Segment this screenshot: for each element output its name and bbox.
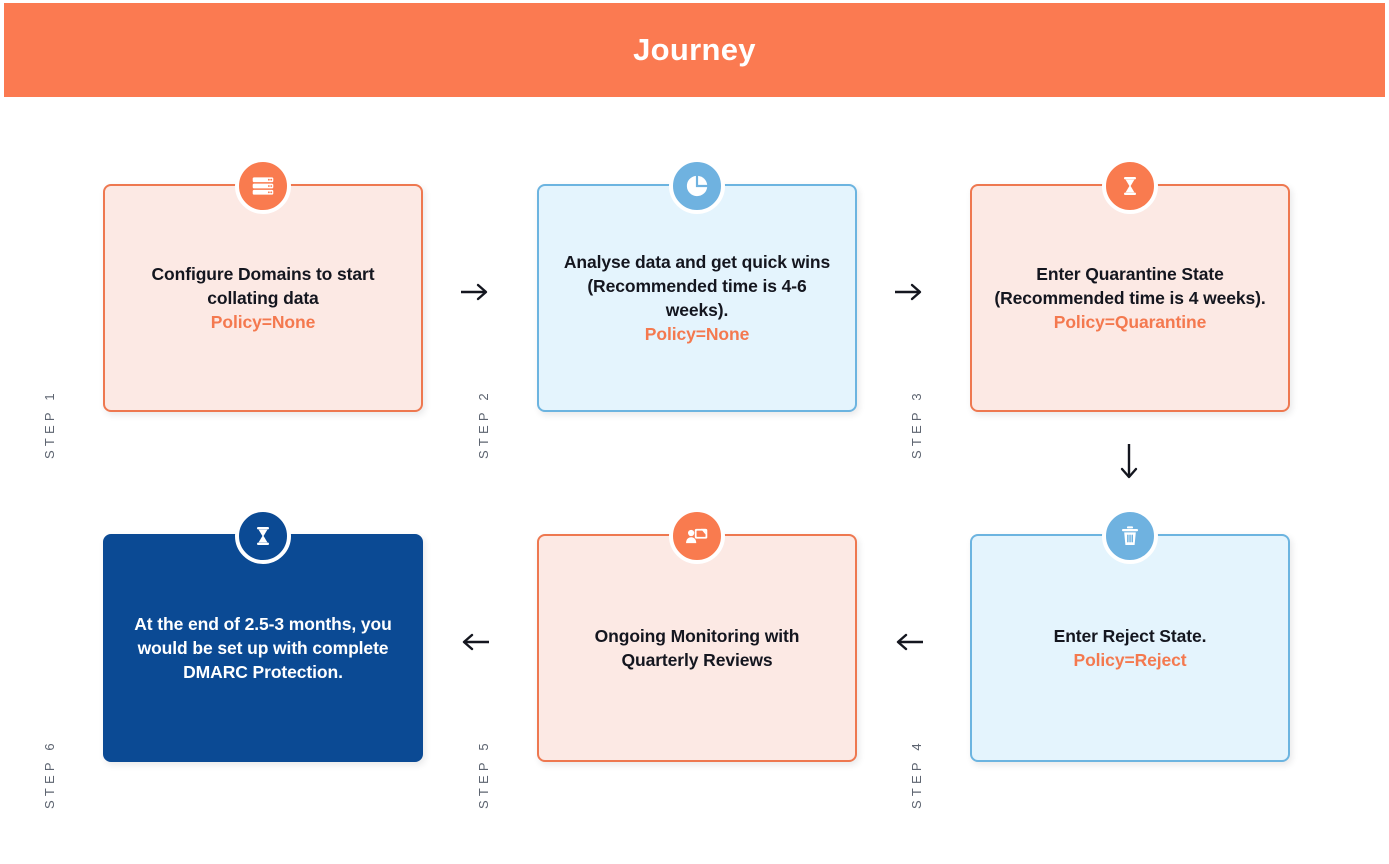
step-card-5-text: Ongoing Monitoring with Quarterly Review… <box>558 624 836 672</box>
step-card-4-body[interactable]: Enter Reject State. Policy=Reject <box>970 508 1290 762</box>
pie-chart-icon <box>669 158 725 214</box>
trash-icon <box>1102 508 1158 564</box>
step-card-3-text: Enter Quarantine State (Recommended time… <box>991 262 1269 334</box>
step-card-2-title: Analyse data and get quick wins (Recomme… <box>563 251 831 320</box>
step-card-2-body[interactable]: Analyse data and get quick wins (Recomme… <box>537 158 857 412</box>
step-card-1-policy: Policy=None <box>210 312 316 333</box>
arrow-step4-to-step5-icon <box>893 629 925 655</box>
page-title: Journey <box>633 32 756 67</box>
step-card-1-text: Configure Domains to start collating dat… <box>124 262 402 334</box>
step-card-3-body[interactable]: Enter Quarantine State (Recommended time… <box>970 158 1290 412</box>
step-label-3: STEP 3 <box>909 389 924 459</box>
step-label-1: STEP 1 <box>42 389 57 459</box>
step-card-6-title: At the end of 2.5-3 months, you would be… <box>134 613 392 683</box>
step-card-1-body[interactable]: Configure Domains to start collating dat… <box>103 158 423 412</box>
step-label-4: STEP 4 <box>909 739 924 809</box>
hourglass-icon <box>235 508 291 564</box>
step-card-6-body[interactable]: At the end of 2.5-3 months, you would be… <box>103 508 423 762</box>
step-card-4[interactable]: STEP 4 Enter Reject State. Policy=Reject <box>909 508 1290 809</box>
arrow-step3-to-step4-icon <box>1116 442 1142 484</box>
diagram-canvas: STEP 1 Configure <box>4 97 1385 857</box>
step-card-5-title: Ongoing Monitoring with Quarterly Review… <box>594 625 800 670</box>
step-card-3[interactable]: STEP 3 Enter Quarantine State (Recommend… <box>909 158 1290 459</box>
step-card-1[interactable]: STEP 1 Configure <box>42 158 423 459</box>
page-header: Journey <box>4 3 1385 97</box>
step-label-5: STEP 5 <box>476 739 491 809</box>
step-card-4-text: Enter Reject State. Policy=Reject <box>991 624 1269 672</box>
step-label-2: STEP 2 <box>476 389 491 459</box>
arrow-step5-to-step6-icon <box>459 629 491 655</box>
step-label-6: STEP 6 <box>42 739 57 809</box>
server-stack-icon <box>235 158 291 214</box>
step-card-3-title: Enter Quarantine State (Recommended time… <box>994 263 1266 308</box>
step-card-6-text: At the end of 2.5-3 months, you would be… <box>124 612 402 684</box>
arrow-step1-to-step2-icon <box>459 279 491 305</box>
presentation-person-icon <box>669 508 725 564</box>
arrow-step2-to-step3-icon <box>893 279 925 305</box>
step-card-3-policy: Policy=Quarantine <box>1053 312 1207 333</box>
step-card-2-text: Analyse data and get quick wins (Recomme… <box>558 250 836 347</box>
step-card-4-policy: Policy=Reject <box>1073 650 1187 670</box>
step-card-4-title: Enter Reject State. <box>1053 625 1207 646</box>
step-card-1-title: Configure Domains to start collating dat… <box>151 263 375 308</box>
step-card-5-body[interactable]: Ongoing Monitoring with Quarterly Review… <box>537 508 857 762</box>
step-card-2[interactable]: STEP 2 Analyse data and get quick wins (… <box>476 158 857 459</box>
step-card-2-policy: Policy=None <box>644 324 750 345</box>
step-card-6[interactable]: STEP 6 At the end of 2.5-3 months, you w… <box>42 508 423 809</box>
hourglass-icon <box>1102 158 1158 214</box>
step-card-5[interactable]: STEP 5 Ongoing Monitoring with Quarterly… <box>476 508 857 809</box>
